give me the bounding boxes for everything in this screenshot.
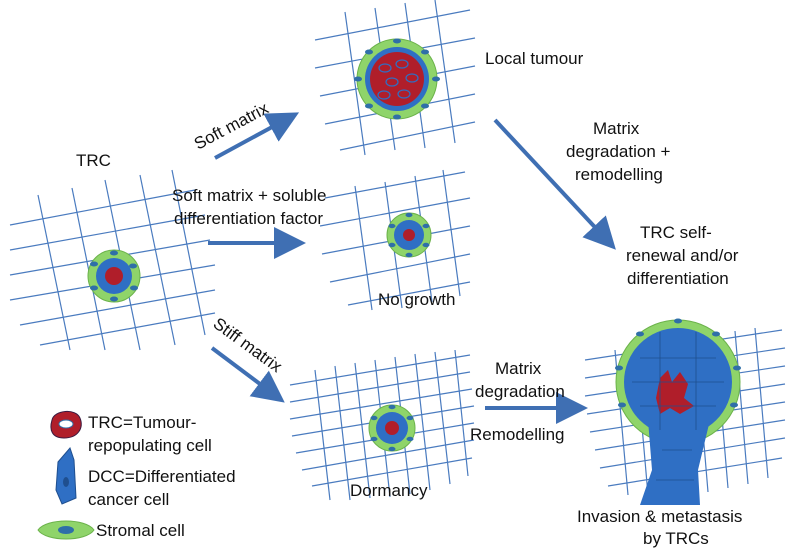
local-tumour-cluster: [354, 38, 440, 120]
arrow-soft-matrix: [214, 112, 300, 160]
legend-dcc-icon: [55, 447, 77, 505]
legend-trc-label-1: TRC=Tumour-: [88, 413, 196, 432]
trc-cluster: [87, 249, 141, 303]
label-invasion-1: Invasion & metastasis: [577, 507, 742, 526]
legend: TRC=Tumour- repopulating cell DCC=Differ…: [37, 411, 236, 540]
label-matrix-remodelling-3: remodelling: [575, 165, 663, 184]
legend-dcc-label-2: cancer cell: [88, 490, 169, 509]
label-trc: TRC: [76, 151, 111, 170]
legend-stromal-label: Stromal cell: [96, 521, 185, 540]
legend-dcc-label-1: DCC=Differentiated: [88, 467, 236, 486]
label-matrix-degradation-2: degradation: [475, 382, 565, 401]
label-no-growth: No growth: [378, 290, 455, 309]
label-trc-self-renewal-1: TRC self-: [640, 223, 712, 242]
legend-trc-label-2: repopulating cell: [88, 436, 212, 455]
label-trc-self-renewal-3: differentiation: [627, 269, 729, 288]
label-stiff-matrix: Stiff matrix: [210, 314, 286, 377]
invasion-tumour: [615, 318, 741, 505]
arrow-matrix-remodelling: [493, 118, 616, 250]
label-remodelling: Remodelling: [470, 425, 565, 444]
label-matrix-degradation-1: Matrix: [495, 359, 542, 378]
label-invasion-2: by TRCs: [643, 529, 709, 548]
label-matrix-remodelling-1: Matrix: [593, 119, 640, 138]
dormancy-cluster: [368, 404, 416, 452]
label-soft-matrix: Soft matrix: [191, 98, 272, 153]
legend-trc-icon: [50, 411, 82, 439]
label-matrix-remodelling-2: degradation +: [566, 142, 671, 161]
legend-stromal-icon: [37, 520, 95, 540]
label-local-tumour: Local tumour: [485, 49, 584, 68]
label-soft-matrix-factor-2: differentiation factor: [174, 209, 323, 228]
label-soft-matrix-factor-1: Soft matrix + soluble: [172, 186, 327, 205]
label-trc-self-renewal-2: renewal and/or: [626, 246, 739, 265]
arrow-stiff-matrix: [210, 346, 285, 403]
label-dormancy: Dormancy: [350, 481, 428, 500]
no-growth-cluster: [386, 212, 432, 258]
